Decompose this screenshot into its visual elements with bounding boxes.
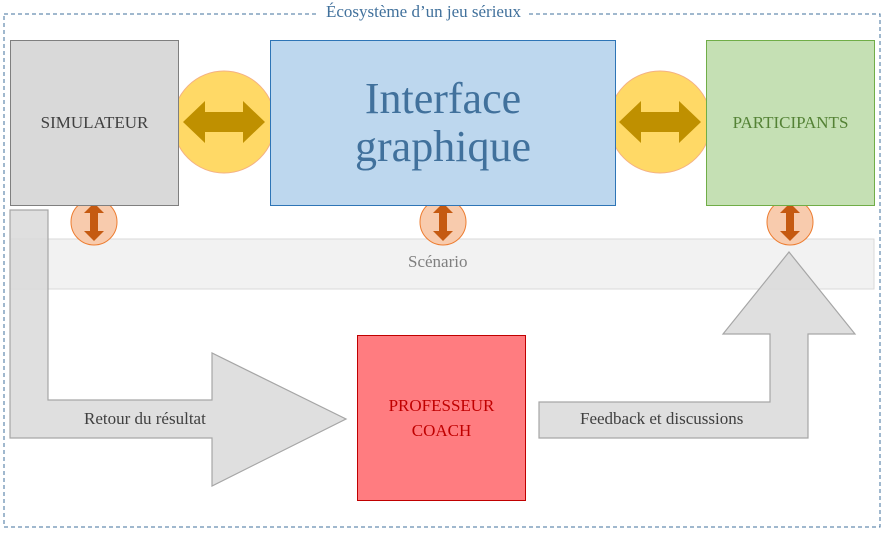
feedback-arrow <box>538 251 857 439</box>
double-arrow-vertical-icon <box>433 203 453 241</box>
coach-label: PROFESSEUR COACH <box>388 395 495 441</box>
interface-box: Interface graphique <box>270 40 616 206</box>
interface-label: Interface graphique <box>355 74 531 171</box>
simulator-box: SIMULATEUR <box>10 40 179 206</box>
interface-participants-connector <box>608 70 712 174</box>
double-arrow-horizontal-icon <box>183 101 265 143</box>
sim-scenario-connector <box>70 198 118 246</box>
scenario-band <box>9 238 875 290</box>
scenario-label: Scénario <box>408 252 468 271</box>
simulator-label: SIMULATEUR <box>40 113 149 132</box>
interface-scenario-connector <box>419 198 467 246</box>
double-arrow-vertical-icon <box>780 203 800 241</box>
feedback-label: Feedback et discussions <box>580 409 744 428</box>
result-return-label: Retour du résultat <box>84 409 206 428</box>
double-arrow-horizontal-icon <box>619 101 701 143</box>
participants-label: PARTICIPANTS <box>732 113 849 132</box>
participants-box: PARTICIPANTS <box>706 40 875 206</box>
diagram-title: Écosystème d’un jeu sérieux <box>318 2 529 22</box>
coach-box: PROFESSEUR COACH <box>357 335 526 501</box>
participants-scenario-connector <box>766 198 814 246</box>
sim-interface-connector <box>172 70 276 174</box>
result-return-arrow <box>9 209 348 487</box>
double-arrow-vertical-icon <box>84 203 104 241</box>
